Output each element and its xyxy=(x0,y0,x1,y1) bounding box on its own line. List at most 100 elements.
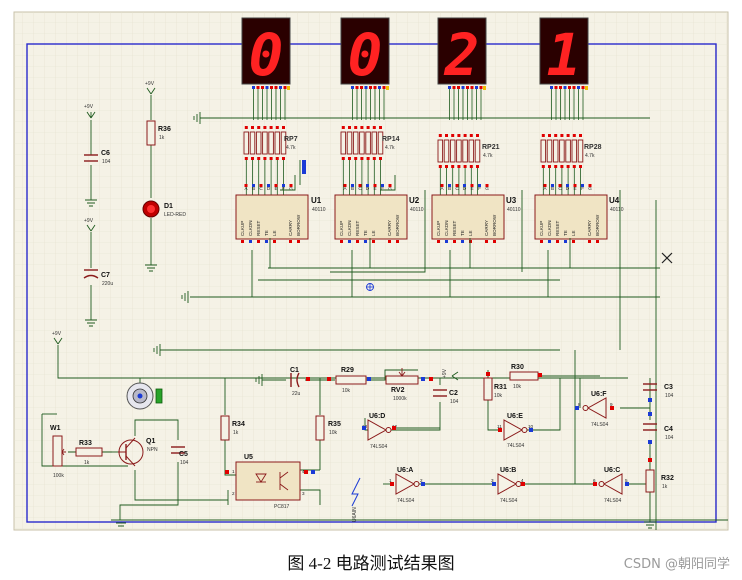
rnet-pin-dot xyxy=(469,165,473,168)
display-pin-dot xyxy=(369,86,372,89)
rnet-pin-dot xyxy=(457,165,461,168)
c2-ref: C2 xyxy=(449,390,458,397)
u5-value: PC817 xyxy=(274,504,290,510)
rail-c2: +9V xyxy=(442,368,459,381)
chip-pin-dot xyxy=(581,184,584,187)
rnet-pin-dot xyxy=(360,157,364,160)
rnet-resistor xyxy=(365,131,371,155)
d1-value: LED-RED xyxy=(164,212,186,218)
display-pin-dot xyxy=(572,86,576,89)
resistor-r35: R35 10k xyxy=(315,415,341,441)
seven-segment-display-3: 2 xyxy=(437,17,487,89)
rnet-pin-dot xyxy=(463,134,467,137)
chip-pin-dot xyxy=(455,184,459,187)
chip-ctrl-pin-label: RESET xyxy=(355,220,360,236)
rnet-pin-dot xyxy=(354,126,358,129)
chip-pin-dot xyxy=(252,184,255,187)
rnet-pin-dot xyxy=(366,157,370,160)
r33-ref: R33 xyxy=(79,440,92,447)
chip-pin-dot xyxy=(340,240,343,243)
chip-seg-pin-label: B xyxy=(551,186,554,191)
display-pin-dot xyxy=(461,86,465,89)
r35-value: 10k xyxy=(329,430,338,436)
figure-caption: 图 4-2 电路测试结果图 xyxy=(287,554,455,573)
rnet-label-2: RP14 xyxy=(382,136,400,143)
chip-pin-dot xyxy=(551,184,554,187)
display-pin-dot xyxy=(382,86,386,89)
chip-pin-dot xyxy=(556,240,559,243)
chip-ctrl-pin-label: CLKDN xyxy=(547,220,552,236)
display-pin-dot xyxy=(466,86,469,89)
c6-value: 104 xyxy=(102,159,111,165)
c3-ref: C3 xyxy=(664,384,673,391)
chip-pin-dot xyxy=(540,240,543,243)
rnet-label-4: RP28 xyxy=(584,144,602,151)
u6ain-label: U6AIN xyxy=(352,507,358,522)
chip-carry-pin-label: CARRY xyxy=(587,220,592,236)
rnet-pin-dot xyxy=(257,126,261,129)
rnet-resistor xyxy=(274,131,281,155)
u5-pin-1: 1 xyxy=(232,469,235,474)
rnet-pin-dot xyxy=(257,157,261,160)
chip-pin-dot xyxy=(241,240,244,243)
chip-pin-dot xyxy=(348,240,351,243)
inverter-u6a: U6:A 74LS04 1 2 xyxy=(389,467,423,504)
display-pin-dot xyxy=(559,86,562,89)
u6f-pin-in: 9 xyxy=(610,402,613,407)
rnet-value-2: 4.7k xyxy=(385,145,395,151)
logic-state-dots xyxy=(225,372,652,486)
u6f-pin-out: 8 xyxy=(578,402,581,407)
chip-ctrl-pin-label: TE xyxy=(264,230,269,236)
rnet-resistor xyxy=(371,131,378,155)
counter-ref-2: U2 xyxy=(409,196,420,205)
r33-value: 1k xyxy=(84,460,90,466)
rnet-label-1: RP7 xyxy=(284,136,298,143)
u5-ref: U5 xyxy=(244,454,253,461)
chip-carry-pin-label: BORROW xyxy=(395,214,400,236)
rnet-pin-dot xyxy=(348,157,351,160)
c1-ref: C1 xyxy=(290,367,299,374)
rail-d1: +9V xyxy=(145,81,156,95)
display-pin-dot xyxy=(475,86,478,89)
chip-ctrl-pin-label: CLKDN xyxy=(444,220,449,236)
chip-pin-dot xyxy=(573,184,577,187)
chip-ctrl-pin-label: TE xyxy=(363,230,368,236)
c4-value: 104 xyxy=(665,435,674,441)
optocoupler-u5: U5 PC817 1 2 4 3 xyxy=(232,454,305,510)
chip-pin-dot xyxy=(469,240,472,243)
display-pin-dot xyxy=(360,86,363,89)
rnet-value-1: 4.7k xyxy=(286,145,296,151)
chip-ctrl-pin-label: CLKDN xyxy=(347,220,352,236)
display-pin-dot xyxy=(274,86,278,89)
chip-pin-dot xyxy=(543,184,547,187)
rnet-pin-dot xyxy=(275,157,279,160)
chip-pin-dot xyxy=(478,184,481,187)
chip-ctrl-pin-label: CLKUP xyxy=(539,221,544,236)
close-cross-icon xyxy=(661,252,673,264)
rnet-resistor xyxy=(352,131,359,155)
capacitor-c3: C3 104 xyxy=(643,383,674,399)
chip-pin-dot xyxy=(273,240,276,243)
chip-seg-pin-label: G xyxy=(588,186,592,191)
rnet-resistor xyxy=(437,139,444,163)
chip-seg-pin-label: B xyxy=(252,186,255,191)
display-pin-dot xyxy=(457,86,460,89)
u5-pin-4: 4 xyxy=(302,469,305,474)
chip-seg-pin-label: C xyxy=(259,186,263,191)
chip-pin-dot xyxy=(445,240,448,243)
rnet-pin-dot xyxy=(438,134,442,137)
resistor-r34: R34 1k xyxy=(220,415,245,441)
rnet-pin-dot xyxy=(282,157,285,160)
chip-pin-dot xyxy=(364,240,367,243)
chip-seg-pin-label: D xyxy=(267,186,271,191)
c2-value: 104 xyxy=(450,399,459,405)
u6d-ref: U6:D xyxy=(369,413,385,420)
sheet-grid xyxy=(14,12,728,530)
digit-1: 0 xyxy=(249,21,284,89)
chip-seg-pin-label: C xyxy=(558,186,562,191)
chip-ctrl-pin-label: LE xyxy=(371,230,376,236)
rnet-pin-dot xyxy=(541,165,545,168)
chip-pin-dot xyxy=(564,240,567,243)
